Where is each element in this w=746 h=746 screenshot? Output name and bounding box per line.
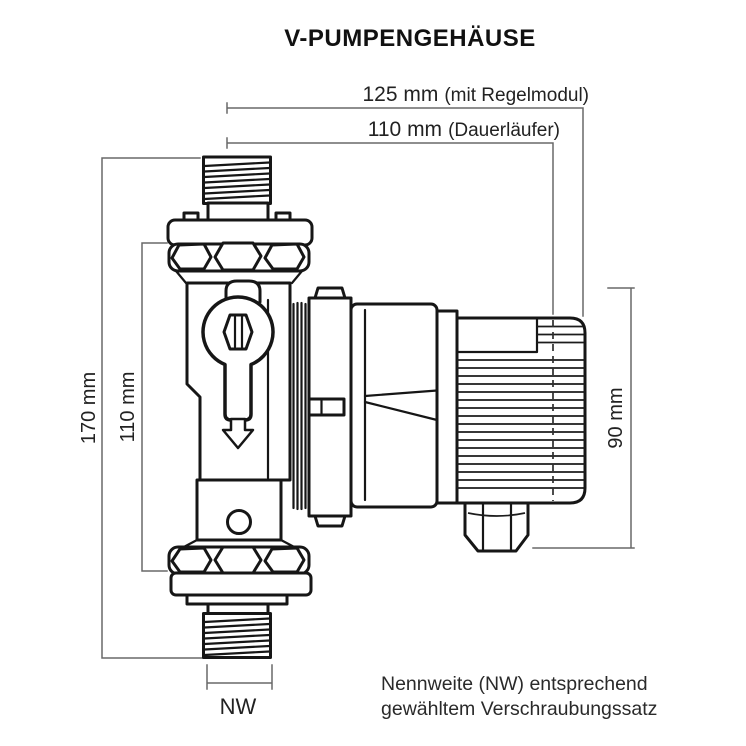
pump-clamp-ring: [307, 286, 353, 528]
top-union-nut: [167, 241, 311, 285]
dim-line-pump-width: [226, 137, 554, 315]
top-collar-band: [166, 218, 314, 247]
side-detail: [307, 397, 346, 417]
dim-line-overall-height: [101, 157, 205, 659]
flow-direction-arrow-icon: [221, 417, 255, 450]
footnote-line2: gewähltem Verschraubungssatz: [381, 698, 657, 720]
bottom-tab: [313, 514, 347, 528]
dimension-lines: [101, 102, 635, 690]
bottom-threaded-pipe: [202, 612, 272, 659]
nut-facet-right: [263, 242, 306, 271]
pump-motor-assembly: [292, 286, 587, 553]
dim-line-union-distance: [141, 242, 168, 572]
nut-facet-left: [170, 546, 213, 574]
label-motor-height: 90 mm: [605, 387, 627, 448]
cable-connector: [463, 501, 530, 553]
thread-lines: [203, 617, 271, 657]
page-title: V-PUMPENGEHÄUSE: [284, 25, 536, 52]
motor-ring: [435, 309, 459, 505]
thread-lines: [203, 161, 271, 201]
footnote-line1: Nennweite (NW) entsprechend: [381, 673, 648, 695]
valve-assembly: [166, 155, 314, 659]
dim-line-motor-height: [532, 287, 635, 549]
drum-band: [363, 389, 439, 422]
label-overall-width: 125 mm(mit Regelmodul): [362, 83, 589, 106]
nut-facet-center: [213, 545, 263, 575]
nut-facet-center: [213, 241, 263, 272]
label-overall-height: 170 mm: [78, 372, 100, 444]
top-neck: [206, 201, 270, 222]
drain-plug: [226, 509, 252, 535]
fins-main: [457, 359, 585, 489]
flange-rings: [292, 301, 307, 511]
label-pump-width: 110 mm(Dauerläufer): [368, 118, 560, 141]
bottom-union-nut: [167, 545, 311, 576]
nut-facet-right: [263, 546, 306, 574]
nut-facet-left: [170, 242, 213, 271]
fins-top: [537, 325, 584, 344]
bottom-collar-band: [169, 571, 313, 597]
label-union-distance: 110 mm: [117, 372, 139, 443]
dim-line-nominal-width: [206, 664, 273, 690]
label-nominal-width: NW: [220, 694, 257, 719]
top-threaded-pipe: [202, 155, 272, 205]
dim-line-overall-width: [226, 102, 584, 317]
handle-slot: [222, 313, 254, 351]
motor-drum: [349, 302, 439, 509]
control-module-endcap: [455, 316, 587, 505]
top-tab: [313, 286, 347, 300]
